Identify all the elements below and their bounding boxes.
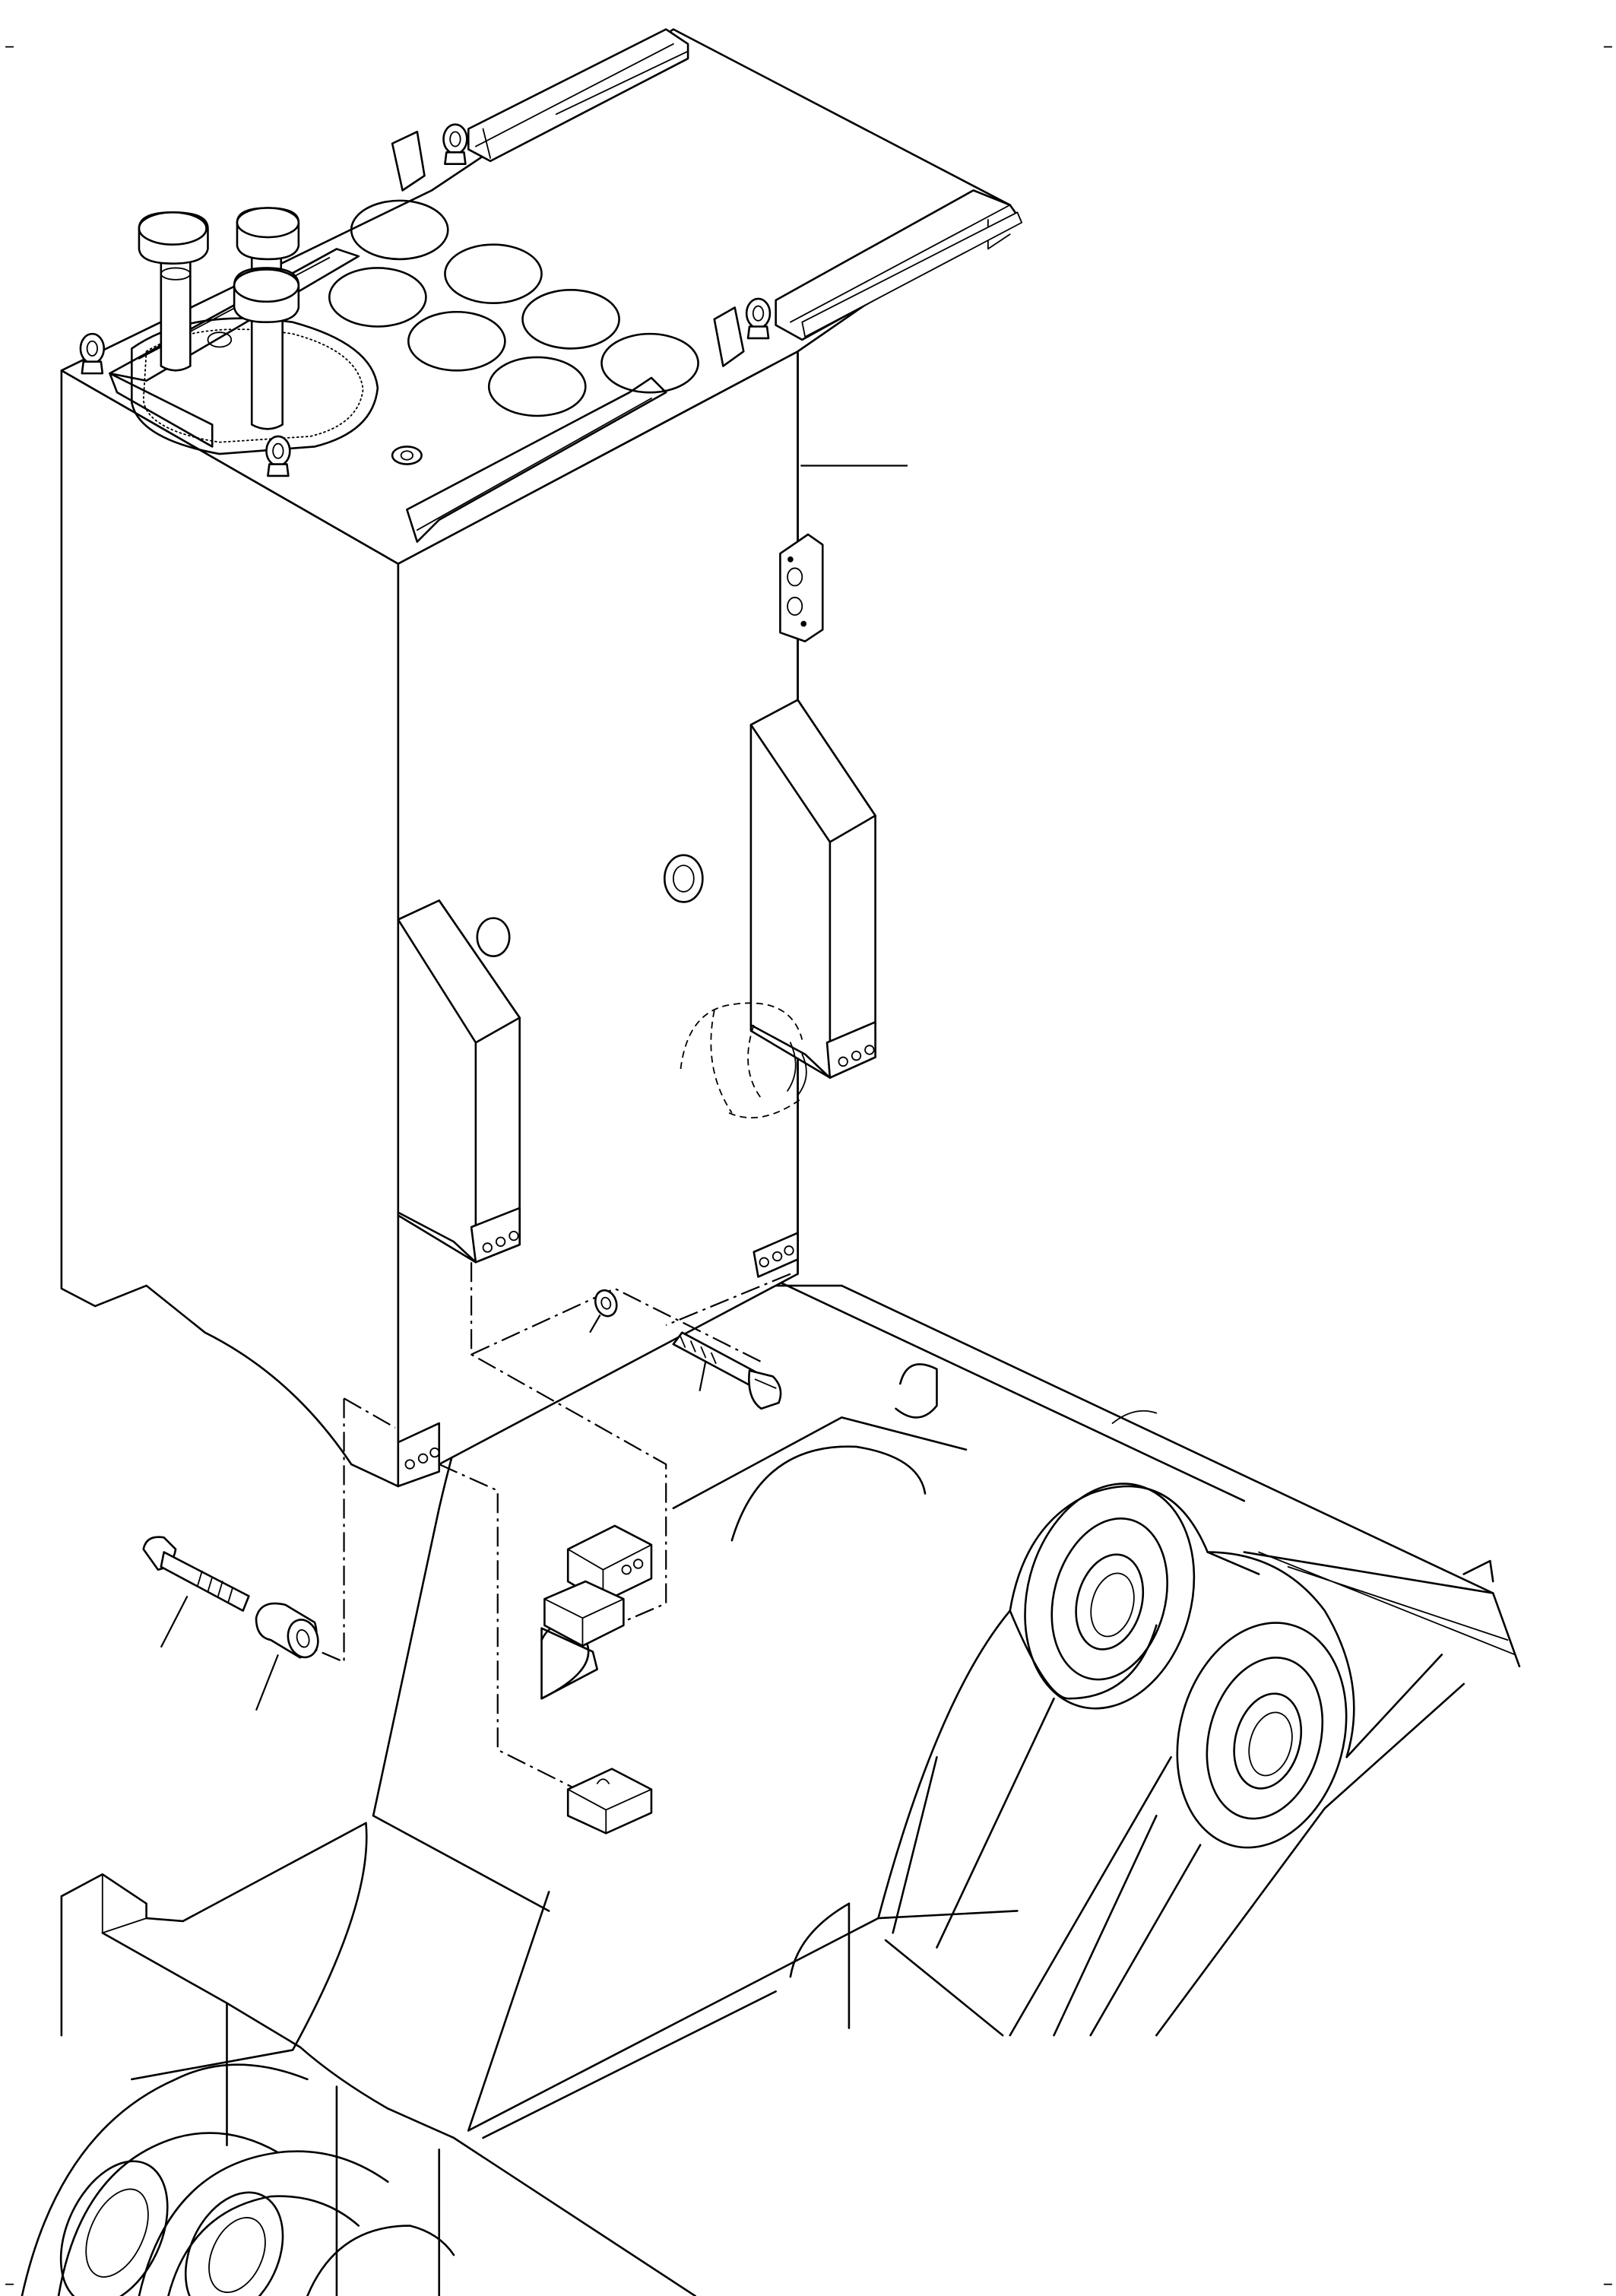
lifting-eye-2: [746, 299, 770, 338]
stop-block-mount: [542, 1581, 624, 1698]
mounting-bracket-right: [751, 700, 876, 1078]
filler-cap-3: [234, 268, 299, 429]
inspection-cover: [131, 319, 421, 465]
lifting-eye-1: [443, 125, 467, 164]
filler-cap: [139, 208, 299, 429]
lifting-eye: [81, 125, 770, 476]
assembly-centerlines: [293, 1262, 791, 1793]
bolt-upper: [673, 1333, 781, 1409]
side-flange: [664, 855, 702, 902]
boom-frame: [22, 1218, 1519, 2296]
bolt-lower: [144, 1537, 249, 1647]
lifting-eye-3: [81, 334, 104, 373]
filler-cap-2: [237, 208, 299, 271]
lifting-eye-4: [266, 436, 290, 476]
registration-marks: [6, 47, 1612, 2285]
tank-body: [62, 30, 1022, 1486]
stop-block: [542, 1526, 651, 1833]
side-fitting-plate: [780, 534, 822, 642]
washer: [590, 1287, 620, 1332]
bolt: [144, 1333, 781, 1647]
hidden-detail: [680, 1003, 806, 1118]
top-rail-right: [776, 190, 1022, 339]
filler-cap-1: [139, 212, 208, 370]
stop-block-lower: [568, 1769, 651, 1834]
top-rail-rear: [468, 30, 688, 161]
mounting-bracket-left: [398, 901, 520, 1263]
tank-feet: [398, 1233, 798, 1486]
top-ports: [329, 201, 698, 416]
spacer: [256, 1603, 322, 1710]
top-rail-front: [407, 378, 666, 542]
